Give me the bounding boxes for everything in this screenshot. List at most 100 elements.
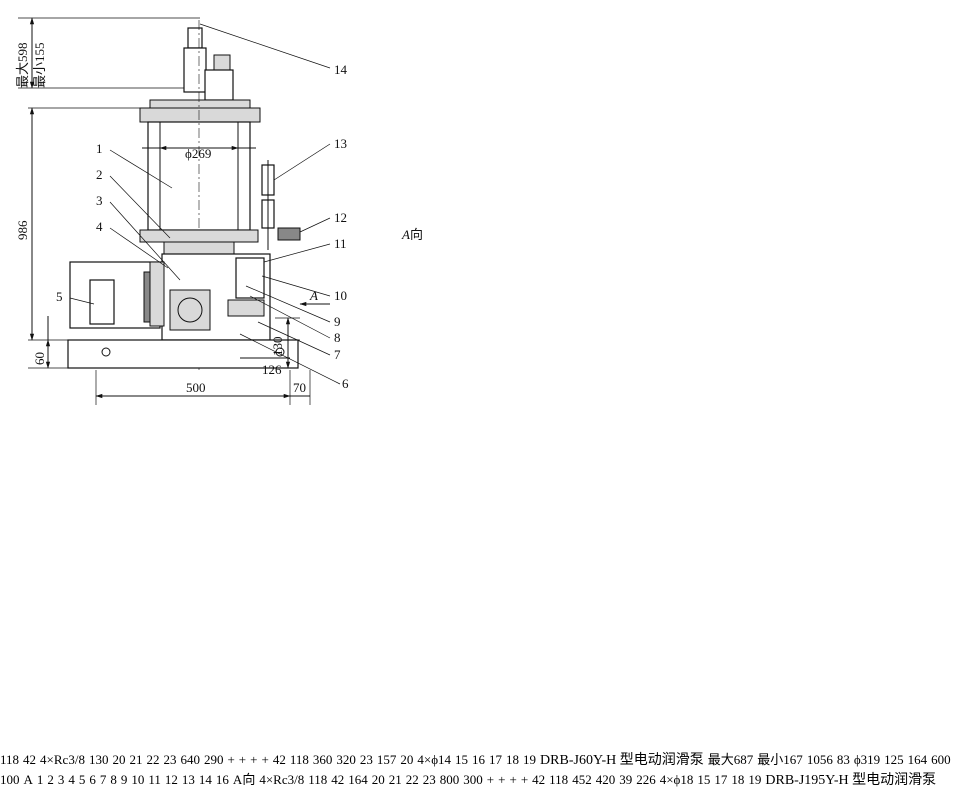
callout-17: 17 [489, 752, 503, 767]
callout-9: 9 [334, 314, 341, 329]
r-plan-dim-800: 800 [439, 772, 460, 787]
plan-dim-20: 20 [400, 752, 414, 767]
callout-10: 10 [334, 288, 347, 303]
r-callout-2: 2 [47, 772, 54, 787]
r-view-a-title: A向 [232, 772, 256, 787]
r-callout-19: 19 [748, 772, 762, 787]
r-min-height-label: 最小167 [757, 752, 803, 767]
left-plan-view: 640 290 + + + + 42 118 [180, 751, 540, 768]
r-max-height-label: 最大687 [707, 752, 754, 767]
callout-3: 3 [96, 193, 103, 208]
callout-18: 18 [506, 752, 520, 767]
view-a-dim-130: 130 [88, 752, 109, 767]
callouts-right-front: 1 2 3 4 5 6 7 8 9 10 11 12 13 1 [37, 771, 233, 788]
r-plan-dim-300: 300 [463, 772, 483, 787]
r-plan-dim-226: 226 [636, 772, 656, 787]
port-21: 21 [129, 752, 143, 767]
port-23: 23 [163, 752, 177, 767]
callout-7: 7 [334, 347, 341, 362]
r-view-a-dim-164: 164 [348, 772, 368, 787]
r-callout-18: 18 [731, 772, 745, 787]
plan-dim-42: 42 [272, 752, 286, 767]
view-a-title: A向 [401, 227, 423, 242]
callout-2: 2 [96, 167, 103, 182]
r-callout-9: 9 [120, 772, 128, 787]
r-base-height-label: 83 [836, 752, 850, 767]
view-a-dim-118: 118 [0, 752, 20, 767]
plan-dim-320: 320 [336, 752, 356, 767]
r-dim-125: 125 [884, 752, 904, 767]
left-view-a: A向 [401, 227, 423, 242]
callout-4: 4 [96, 219, 103, 234]
r-callout-1: 1 [36, 772, 44, 787]
r-plan-dim-39: 39 [619, 772, 633, 787]
r-plan-dim-452: 452 [572, 772, 592, 787]
mount-hole-mark: + [250, 752, 258, 767]
r-callout-16: 16 [215, 772, 229, 787]
r-plan-dim-420: 420 [595, 772, 616, 787]
mount-hole-mark: + [227, 752, 235, 767]
r-callout-6: 6 [89, 772, 96, 787]
total-height-label: 986 [15, 220, 30, 240]
mount-hole-mark: + [238, 752, 247, 767]
r-view-a-dim-42: 42 [331, 772, 345, 787]
r-plan-dim-118: 118 [549, 772, 569, 787]
r-plan-dim-42: 42 [532, 772, 546, 787]
r-callout-12: 12 [164, 772, 178, 787]
mount-hole-mark: + [261, 752, 269, 767]
callout-11: 11 [334, 236, 347, 251]
plan-dim-118: 118 [289, 752, 309, 767]
callout-14: 14 [334, 62, 348, 77]
r-callout-7: 7 [99, 772, 107, 787]
plan-dim-640: 640 [180, 752, 200, 767]
callout-19: 19 [523, 752, 537, 767]
left-front-view: 最大598 最小155 986 60 ϕ269 [15, 17, 349, 405]
r-total-height-label: 1056 [806, 752, 833, 767]
r-callout-13: 13 [181, 772, 195, 787]
callouts-left-front: 1 2 3 4 5 6 7 8 9 10 11 12 13 1 [56, 23, 349, 391]
callout-13: 13 [334, 136, 347, 151]
callout-5: 5 [56, 289, 63, 304]
caption-right: DRB-J195Y-H 型电动润滑泵 [765, 773, 937, 788]
drawing-sheet: 最大598 最小155 986 60 ϕ269 [0, 17, 951, 788]
r-callout-17: 17 [714, 772, 728, 787]
view-arrow-a: A [309, 288, 318, 303]
callout-8: 8 [334, 330, 341, 345]
r-callout-15: 15 [697, 772, 711, 787]
base-height-label: 60 [32, 352, 47, 365]
plan-hole-note: 4×ϕ14 [417, 752, 452, 767]
callout-6: 6 [342, 376, 349, 391]
r-dim-164: 164 [907, 752, 928, 767]
dim-500: 500 [186, 380, 206, 395]
plan-dim-157: 157 [376, 752, 397, 767]
r-thread-note: 4×Rc3/8 [259, 772, 305, 787]
plan-dim-360: 360 [312, 752, 333, 767]
dim-126: 126 [262, 362, 282, 377]
diameter-label: ϕ269 [185, 146, 211, 161]
min-height-label: 最小155 [32, 42, 47, 88]
mount-hole-mark: + [486, 772, 495, 787]
callout-12: 12 [334, 210, 347, 225]
mount-hole-mark: + [520, 772, 529, 787]
caption-left: DRB-J60Y-H 型电动润滑泵 [540, 753, 704, 768]
r-view-arrow-a: A [23, 772, 33, 787]
callout-15: 15 [455, 752, 469, 767]
view-a-dim-42: 42 [23, 752, 37, 767]
r-callout-8: 8 [110, 772, 117, 787]
dim-70: 70 [293, 380, 306, 395]
r-port-23: 23 [422, 772, 436, 787]
r-port-20: 20 [371, 772, 385, 787]
r-port-22: 22 [405, 772, 419, 787]
r-view-a-dim-118: 118 [308, 772, 328, 787]
thread-note: 4×Rc3/8 [40, 752, 85, 767]
r-callout-5: 5 [78, 772, 86, 787]
callout-16: 16 [472, 752, 486, 767]
port-20: 20 [112, 752, 126, 767]
plan-dim-290: 290 [203, 752, 224, 767]
r-callout-11: 11 [148, 772, 161, 787]
mount-hole-mark: + [509, 772, 517, 787]
right-plan-view: 800 300 + + + + 42 118 452 [440, 771, 766, 788]
r-callout-14: 14 [198, 772, 212, 787]
right-view-a: A向 4×Rc3/8 118 42 164 20 21 22 23 [233, 771, 440, 788]
technical-drawing: 最大598 最小155 986 60 ϕ269 [15, 17, 423, 405]
